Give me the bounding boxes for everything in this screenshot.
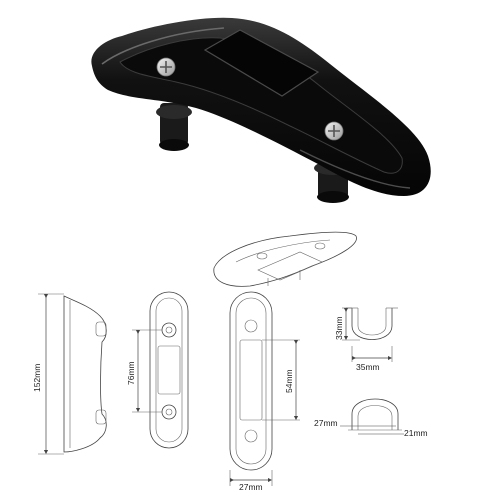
dimension-profile-width: 35mm xyxy=(356,362,380,372)
dimension-screw-spacing: 76mm xyxy=(126,361,136,385)
dimension-end-outer-width: 27mm xyxy=(314,418,338,428)
end-view: 27mm 21mm xyxy=(314,398,428,438)
perspective-sketch xyxy=(213,231,357,287)
cleat-photo xyxy=(91,17,431,203)
side-view: 152mm xyxy=(32,293,107,455)
dimension-end-inner-width: 21mm xyxy=(404,428,428,438)
cleat-slot xyxy=(203,29,320,97)
bottom-view: 76mm xyxy=(126,291,189,449)
mounting-post-left xyxy=(156,103,192,151)
top-view: 54mm 27mm xyxy=(229,291,300,492)
dimension-profile-height: 33mm xyxy=(334,316,344,340)
dimension-base-width: 27mm xyxy=(239,482,263,492)
screw-head-right xyxy=(324,121,344,141)
dimension-slot-length: 54mm xyxy=(284,369,294,393)
screw-head-left xyxy=(156,57,176,77)
profile-view: 33mm 35mm xyxy=(334,307,398,372)
dimension-overall-length: 152mm xyxy=(32,364,42,392)
